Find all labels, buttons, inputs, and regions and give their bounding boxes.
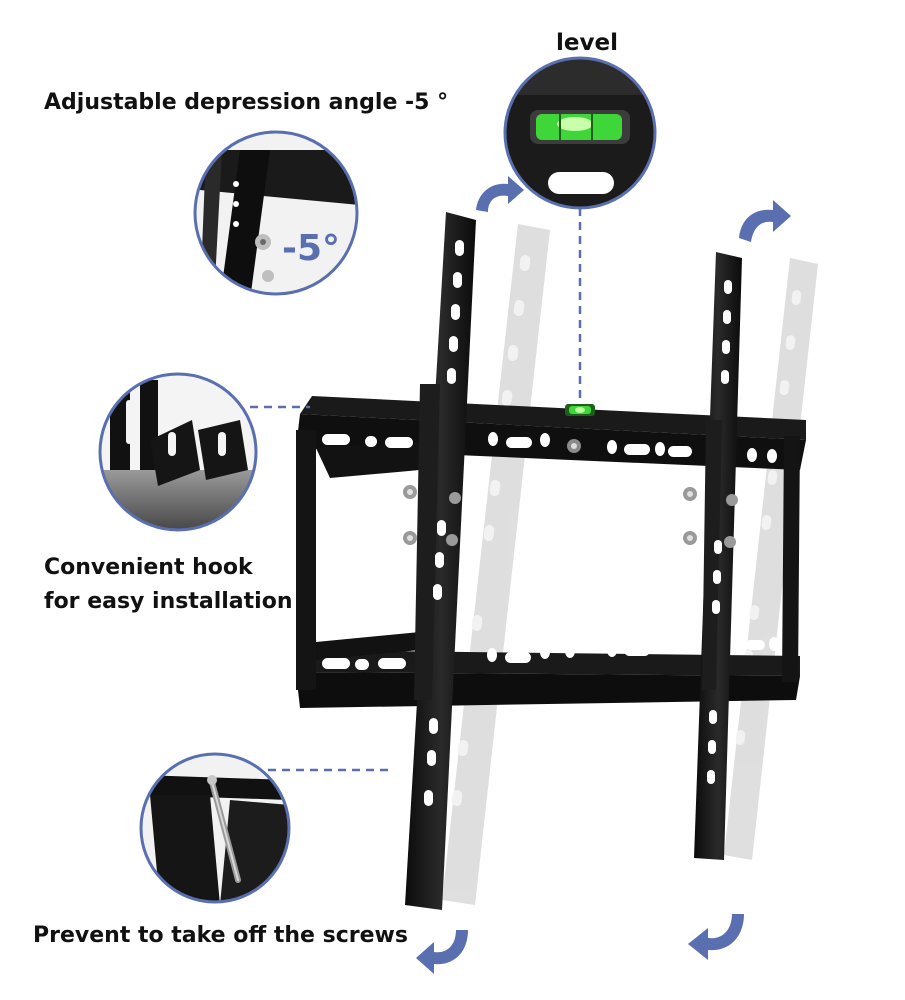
- tilt-inset: -5°: [193, 130, 359, 296]
- tilt-label: Adjustable depression angle -5 °: [44, 90, 449, 115]
- level-label: level: [556, 30, 618, 56]
- screw-inset: [139, 752, 291, 904]
- hook-label-line1: Convenient hook: [44, 555, 253, 580]
- tilt-badge: -5°: [282, 228, 340, 269]
- rotate-arrow-icon: [739, 200, 791, 242]
- bracket-arm-right: [683, 252, 742, 860]
- rotate-arrow-icon: [476, 176, 524, 212]
- bracket-arm-left: [403, 212, 476, 910]
- rotate-arrow-icon: [416, 930, 468, 974]
- hook-label-line2: for easy installation: [44, 589, 293, 614]
- hook-inset: [98, 372, 258, 532]
- screws-label: Prevent to take off the screws: [33, 923, 408, 948]
- dashed-leader-line: [250, 208, 582, 772]
- level-bubble-icon: [565, 404, 595, 416]
- level-inset: [503, 56, 657, 210]
- rotate-arrow-icon: [688, 914, 744, 960]
